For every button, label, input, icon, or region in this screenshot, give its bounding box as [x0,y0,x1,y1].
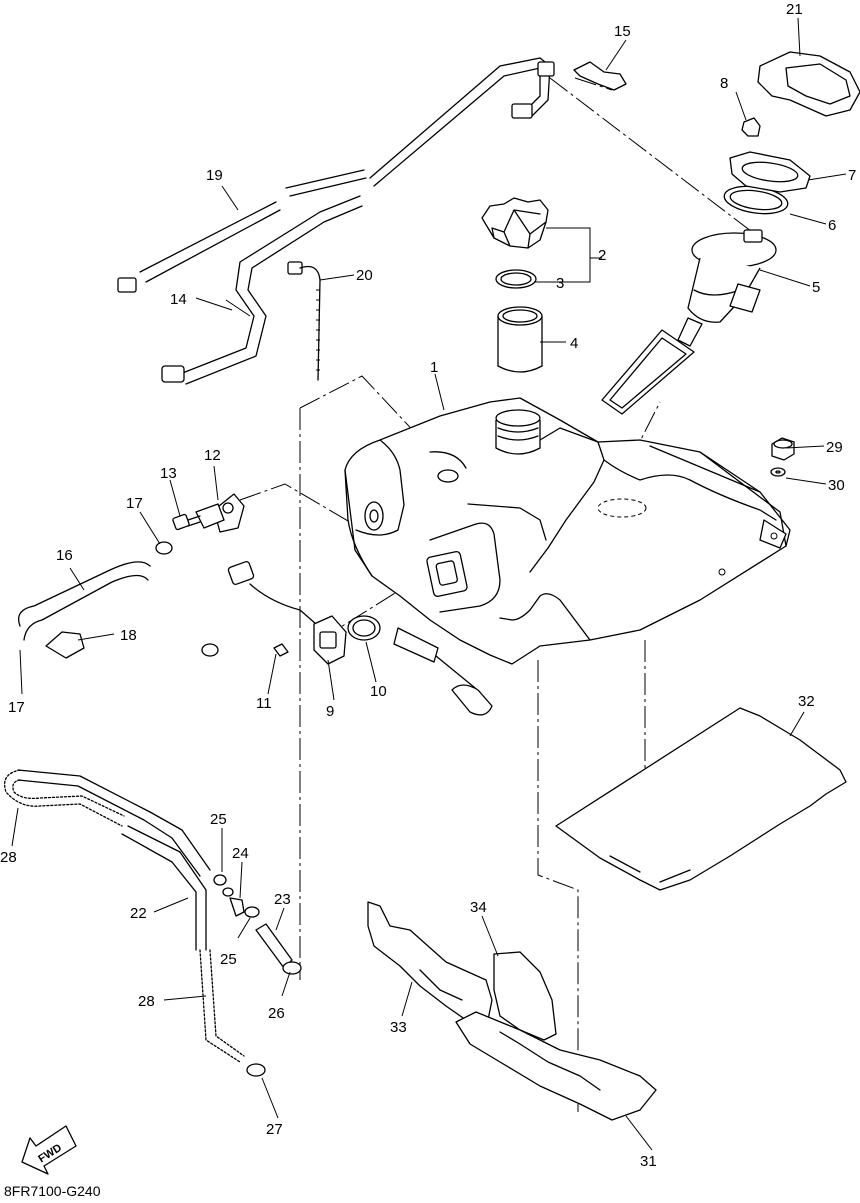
callout-33: 33 [390,1019,407,1036]
callout-16: 16 [56,547,73,564]
callout-12: 12 [204,447,221,464]
bolt-13 [172,513,201,531]
callout-30: 30 [828,477,845,494]
corrugated-tube [3,769,245,1063]
callout-11: 11 [256,695,272,712]
hose-clip-15 [573,61,627,91]
callout-13: 13 [160,465,177,482]
callout-1: 1 [430,359,438,376]
callout-numbers: 1 2 3 4 5 6 7 8 9 10 11 12 13 14 15 16 1… [0,1,856,1170]
callout-25a: 25 [210,811,227,828]
fuel-level-sender [227,560,493,716]
callout-22: 22 [130,905,147,922]
callout-20: 20 [356,267,373,284]
callout-24: 24 [232,845,249,862]
callout-2: 2 [598,247,606,264]
callout-6: 6 [828,217,836,234]
callout-8: 8 [720,75,728,92]
callout-31: 31 [640,1153,657,1170]
fuel-cock-fitting [195,493,245,533]
cable-tie [287,261,321,381]
callout-10: 10 [370,683,387,700]
vent-hose [161,195,363,385]
sender-gasket [347,615,381,641]
callout-26: 26 [268,1005,285,1022]
shield-34 [493,951,557,1041]
screw-11 [273,643,289,657]
joint-parts [213,874,302,1077]
callout-17a: 17 [126,495,143,512]
fuel-pump [601,229,777,415]
fwd-arrow: FWD [21,1125,77,1175]
fuel-hose-16 [17,561,151,641]
callout-28a: 28 [0,849,17,866]
cap-gasket [495,269,537,289]
shield-32 [555,707,847,891]
callout-4: 4 [570,335,578,352]
callout-15: 15 [614,23,631,40]
nut-29 [771,437,795,461]
callout-29: 29 [826,439,843,456]
diagram-code: 8FR7100-G240 [4,1183,101,1199]
fuel-tank [344,397,791,665]
callout-23: 23 [274,891,291,908]
clip-18 [45,631,85,659]
callout-17b: 17 [8,699,25,716]
callout-3: 3 [556,275,564,292]
callout-9: 9 [326,703,334,720]
pump-ring-plate [729,151,811,193]
callout-19: 19 [206,167,223,184]
shield-31 [455,1011,657,1121]
pump-cover [757,51,860,117]
shield-33 [367,901,493,1021]
washer-30 [770,467,786,477]
callout-14: 14 [170,291,187,308]
callout-18: 18 [120,627,137,644]
pump-gasket [723,185,789,215]
hose-clamp-17 [155,541,219,657]
callout-7: 7 [848,167,856,184]
callout-34: 34 [470,899,487,916]
pump-nut [741,117,761,137]
breather-hose [117,57,555,293]
callout-5: 5 [812,279,820,296]
drain-hose [17,769,211,951]
leader-lines [11,17,847,1151]
callout-27: 27 [266,1121,283,1138]
filler-strainer [497,306,543,373]
callout-21: 21 [786,1,803,18]
fuel-cap [481,197,549,249]
callout-32: 32 [798,693,815,710]
callout-25b: 25 [220,951,237,968]
callout-28b: 28 [138,993,155,1010]
